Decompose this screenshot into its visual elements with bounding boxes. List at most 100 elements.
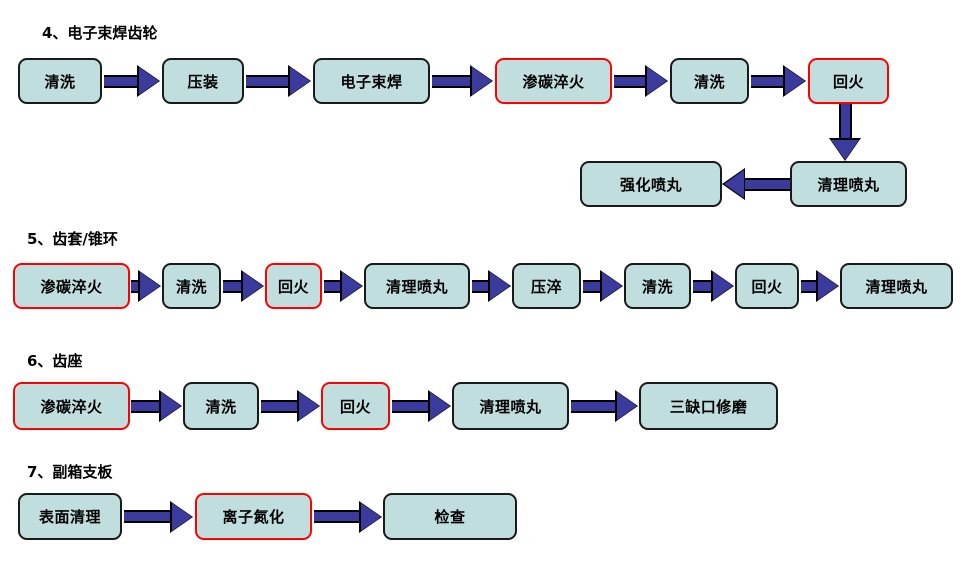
arrow-shaft: [472, 279, 489, 293]
process-node[interactable]: 清洗: [624, 263, 691, 309]
arrow-shaft: [223, 279, 242, 293]
process-node[interactable]: 检查: [383, 493, 517, 540]
arrow-head-fill: [472, 67, 492, 95]
section-heading: 4、电子束焊齿轮: [42, 24, 158, 42]
section-heading: 5、齿套/锥环: [27, 230, 118, 248]
process-node[interactable]: 清理喷丸: [840, 263, 953, 309]
arrow-shaft: [432, 74, 471, 88]
arrow-head-fill: [831, 140, 859, 160]
arrow-shaft: [801, 279, 817, 293]
arrow-shaft: [751, 74, 784, 88]
arrow-head-fill: [602, 272, 622, 300]
process-node[interactable]: 清理喷丸: [452, 382, 569, 430]
section-heading: 6、齿座: [27, 352, 83, 370]
arrow-head-outline: [159, 390, 182, 422]
process-node[interactable]: 清洗: [183, 382, 259, 430]
flow-arrow-right: [571, 382, 638, 430]
flow-arrow-right: [104, 58, 160, 104]
arrow-head-fill: [290, 67, 310, 95]
process-node[interactable]: 清理喷丸: [790, 161, 907, 207]
arrow-head-fill: [161, 392, 181, 420]
process-node[interactable]: 表面清理: [18, 493, 122, 540]
arrow-head-outline: [829, 138, 861, 161]
flow-arrow-right: [124, 493, 193, 540]
flow-arrow-right: [392, 382, 451, 430]
arrow-head-outline: [722, 168, 745, 200]
arrow-head-fill: [785, 67, 805, 95]
arrow-shaft: [131, 279, 139, 293]
process-node-highlighted[interactable]: 渗碳淬火: [495, 58, 612, 104]
arrow-head-outline: [288, 65, 311, 97]
arrow-shaft: [571, 399, 616, 413]
process-node[interactable]: 清理喷丸: [364, 263, 470, 309]
process-node[interactable]: 三缺口修磨: [639, 382, 778, 430]
flow-arrow-right: [314, 493, 382, 540]
flow-arrow-right: [432, 58, 493, 104]
process-node[interactable]: 回火: [735, 263, 799, 309]
arrow-head-fill: [490, 272, 510, 300]
arrow-head-outline: [137, 65, 160, 97]
arrow-head-fill: [724, 170, 744, 198]
flow-arrow-right: [261, 382, 320, 430]
arrow-shaft: [324, 279, 341, 293]
process-node[interactable]: 清洗: [162, 263, 221, 309]
arrow-head-outline: [428, 390, 451, 422]
arrow-shaft: [261, 399, 298, 413]
flow-arrow-right: [324, 263, 363, 309]
arrow-head-fill: [713, 272, 733, 300]
process-node[interactable]: 清洗: [670, 58, 749, 104]
flow-arrow-right: [131, 382, 182, 430]
arrow-shaft: [583, 279, 601, 293]
arrow-shaft: [314, 510, 360, 523]
process-node[interactable]: 清洗: [18, 58, 102, 104]
arrow-head-fill: [361, 502, 381, 531]
arrow-head-outline: [340, 270, 363, 302]
arrow-head-outline: [816, 270, 839, 302]
arrow-head-outline: [645, 65, 668, 97]
section-heading: 7、副箱支板: [27, 463, 113, 481]
arrow-shaft: [392, 399, 429, 413]
process-node[interactable]: 压淬: [512, 263, 581, 309]
arrow-head-outline: [138, 270, 161, 302]
arrow-head-outline: [488, 270, 511, 302]
arrow-shaft: [693, 279, 712, 293]
arrow-head-outline: [241, 270, 264, 302]
arrow-head-fill: [617, 392, 637, 420]
flow-arrow-down: [822, 104, 868, 161]
flow-arrow-right: [614, 58, 668, 104]
arrow-head-fill: [243, 272, 263, 300]
arrow-head-outline: [600, 270, 623, 302]
process-node[interactable]: 压装: [162, 58, 244, 104]
arrow-head-fill: [818, 272, 838, 300]
arrow-shaft: [744, 177, 790, 191]
flow-arrow-right: [583, 263, 623, 309]
arrow-shaft: [124, 510, 171, 523]
arrow-head-fill: [299, 392, 319, 420]
flow-arrow-right: [223, 263, 264, 309]
process-node[interactable]: 强化喷丸: [580, 161, 722, 207]
arrow-shaft: [838, 104, 852, 139]
process-node-highlighted[interactable]: 离子氮化: [195, 493, 312, 540]
arrow-shaft: [614, 74, 646, 88]
process-node-highlighted[interactable]: 渗碳淬火: [13, 263, 130, 309]
arrow-head-outline: [711, 270, 734, 302]
arrow-head-outline: [615, 390, 638, 422]
process-node-highlighted[interactable]: 渗碳淬火: [13, 382, 130, 430]
arrow-head-fill: [430, 392, 450, 420]
process-node[interactable]: 电子束焊: [313, 58, 430, 104]
arrow-head-fill: [172, 502, 192, 531]
arrow-shaft: [104, 74, 138, 88]
arrow-shaft: [246, 74, 289, 88]
process-node-highlighted[interactable]: 回火: [321, 382, 390, 430]
arrow-head-outline: [359, 500, 382, 533]
flow-arrow-left: [722, 161, 790, 207]
arrow-head-fill: [647, 67, 667, 95]
flow-arrow-right: [131, 263, 161, 309]
process-node-highlighted[interactable]: 回火: [808, 58, 889, 104]
flow-arrow-right: [246, 58, 311, 104]
flow-arrow-right: [751, 58, 806, 104]
arrow-head-outline: [297, 390, 320, 422]
arrow-head-fill: [139, 67, 159, 95]
process-node-highlighted[interactable]: 回火: [265, 263, 322, 309]
